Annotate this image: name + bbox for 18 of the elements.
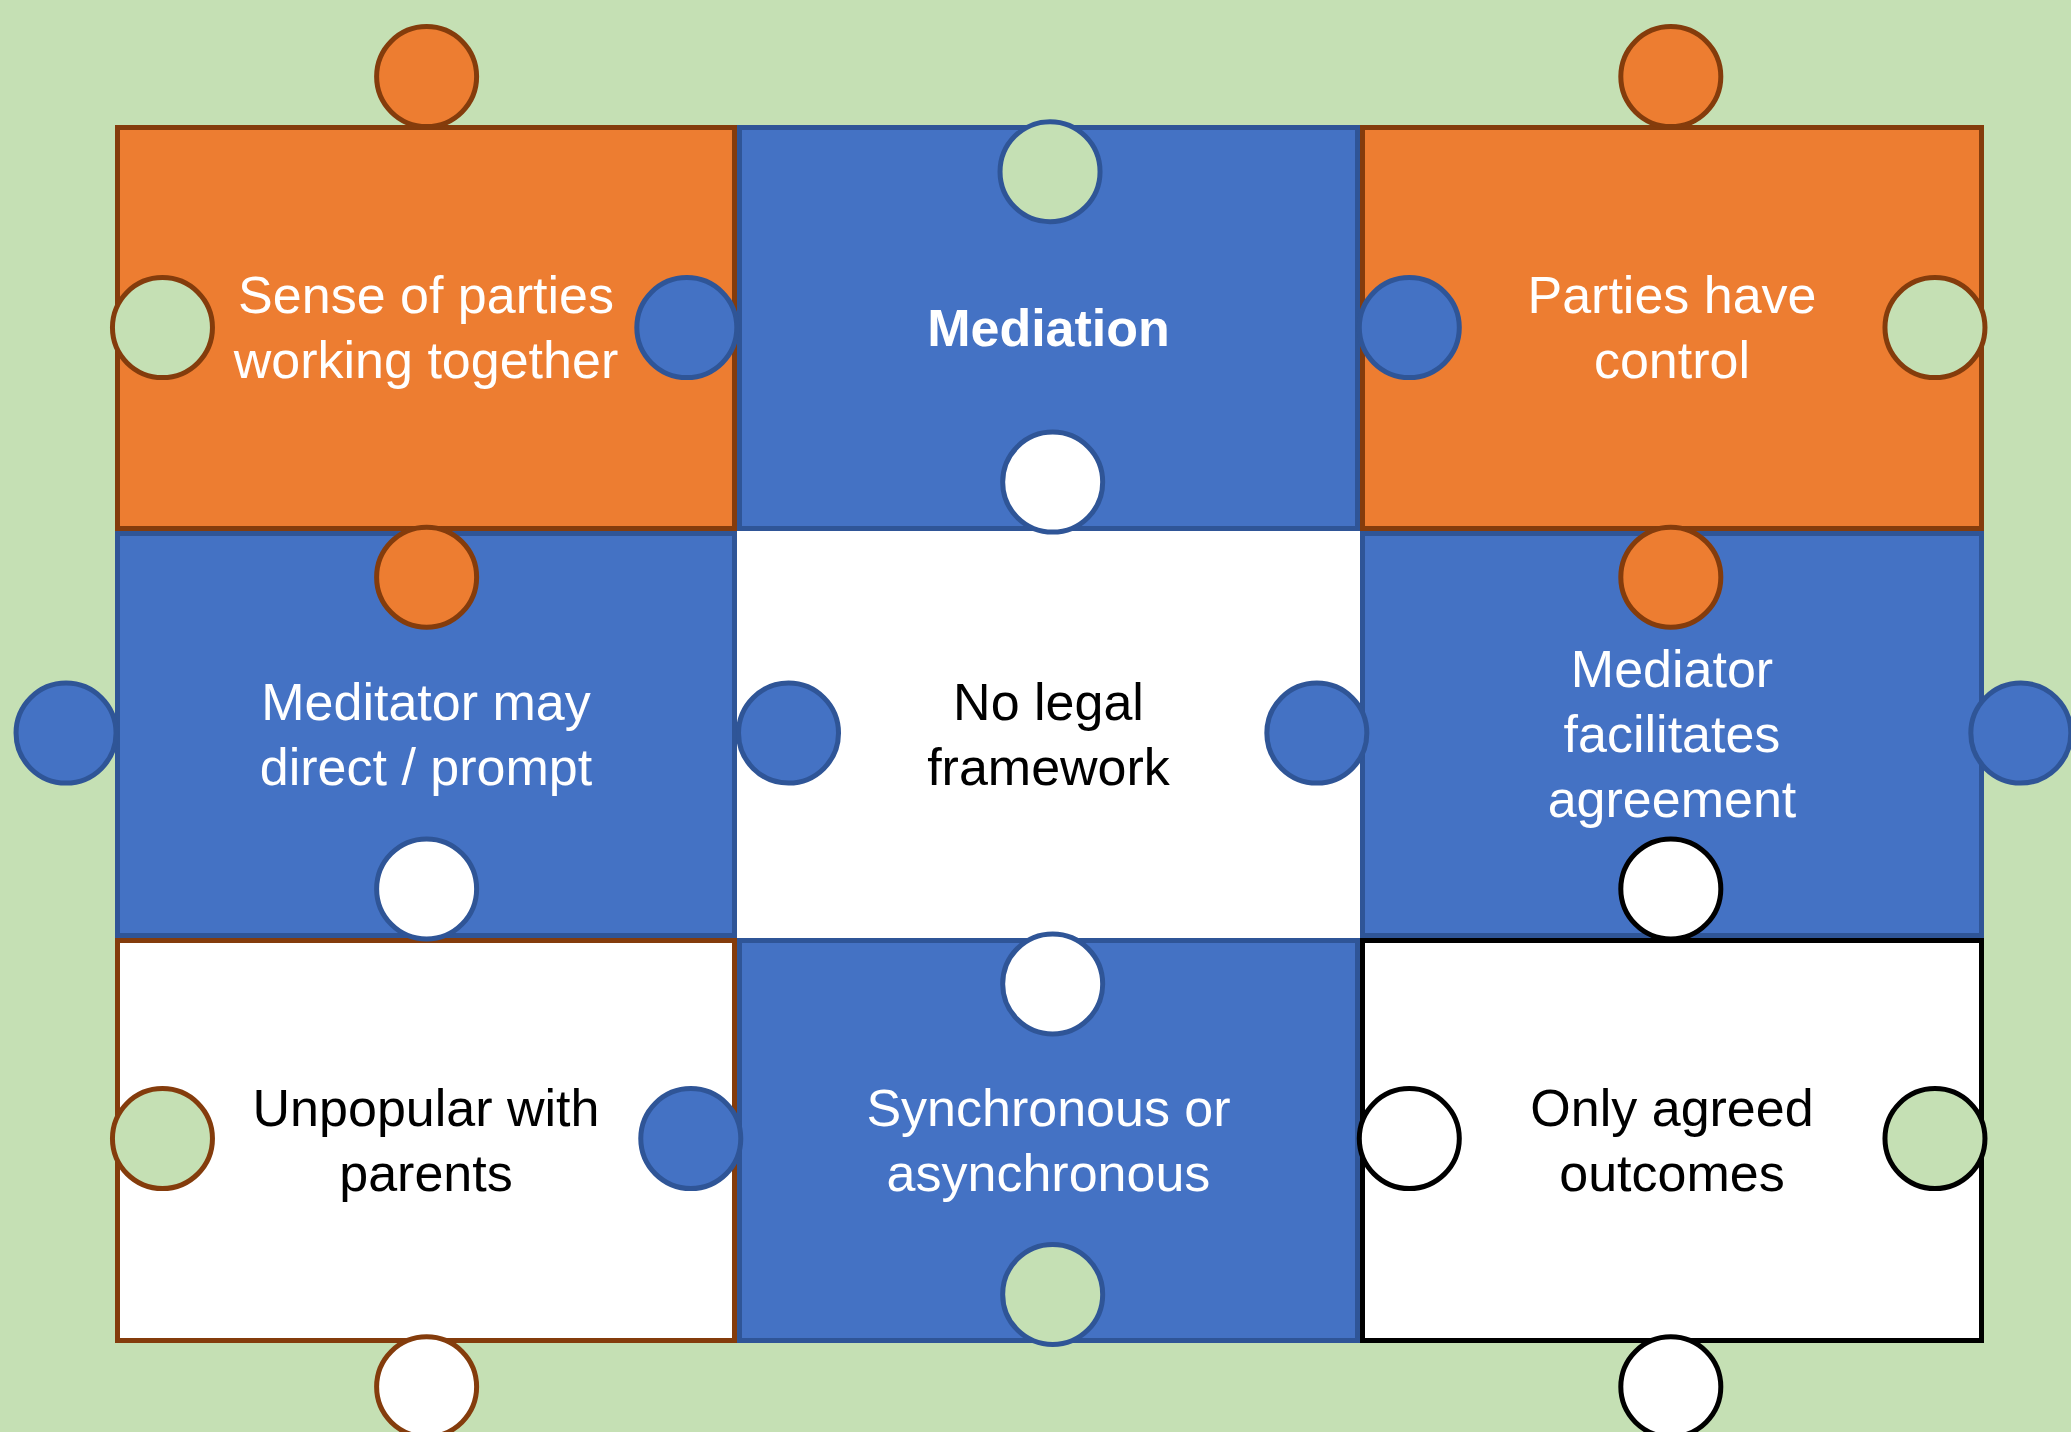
piece-text: No legal framework [926,671,1171,798]
puzzle-piece [737,938,1360,1343]
piece-text: Mediator facilitates agreement [1546,639,1798,830]
piece-text: Sense of parties working together [232,265,620,391]
piece-text: Synchronous or asynchronous [865,1077,1232,1204]
puzzle-piece [737,531,1360,938]
puzzle-piece [115,531,737,938]
puzzle-piece [115,125,737,531]
puzzle-piece [1360,531,1984,938]
puzzle-piece [115,938,737,1343]
piece-text: Mediation [927,297,1170,359]
puzzle-piece [737,125,1360,531]
piece-text: Unpopular with parents [251,1077,601,1204]
piece-text: Only agreed outcomes [1529,1077,1815,1204]
piece-text: Meditator may direct / prompt [258,671,594,798]
puzzle-piece [1360,938,1984,1343]
puzzle-piece [1360,125,1984,531]
piece-text: Parties have control [1526,265,1818,391]
